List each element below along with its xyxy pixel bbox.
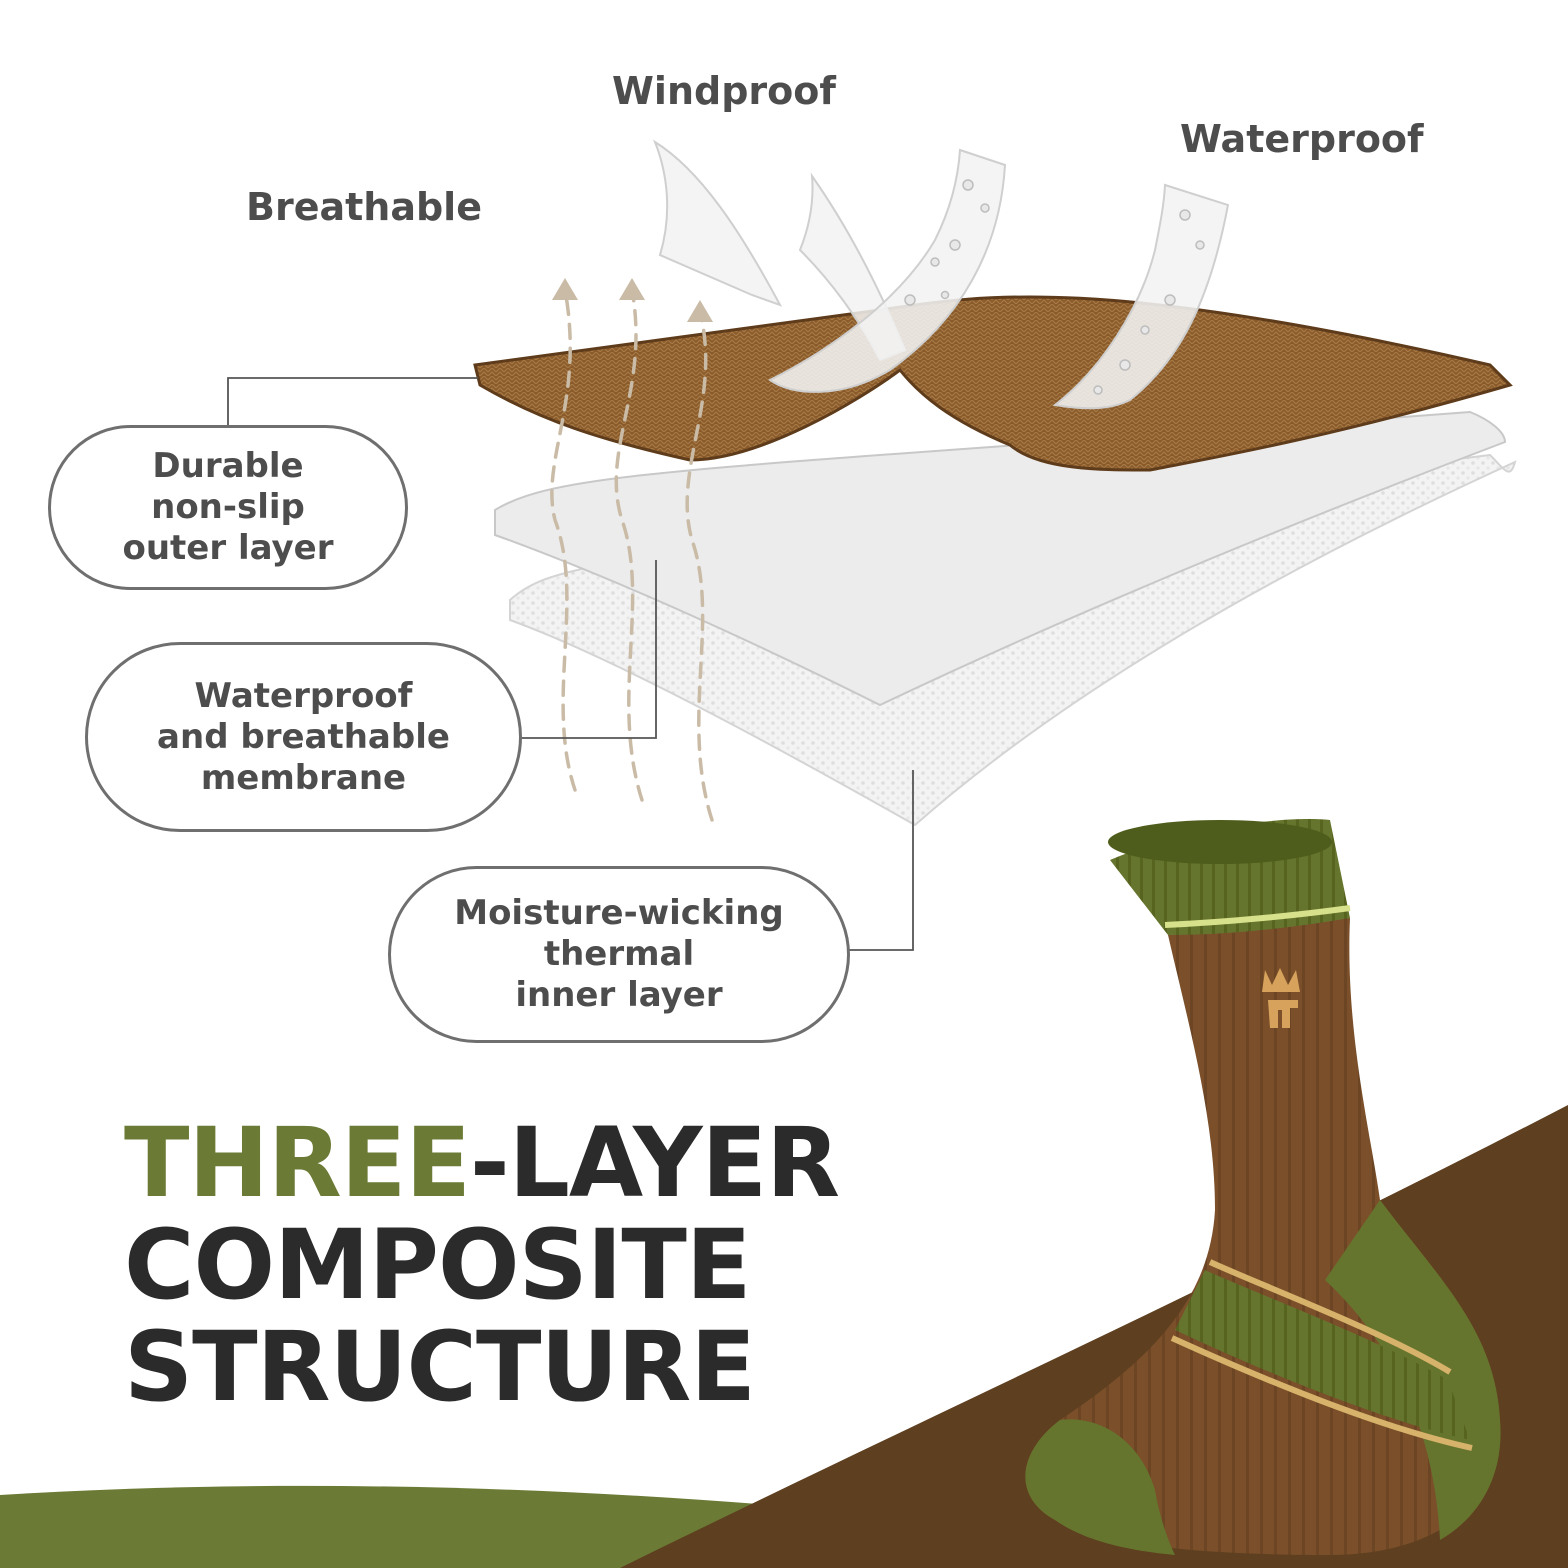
callout-outer-layer: Durable non-slip outer layer [48, 425, 408, 590]
membrane-layer-shape [494, 410, 1507, 707]
vapor-arrows [550, 288, 714, 822]
headline-accent: THREE [124, 1107, 471, 1219]
sock-band [1175, 1270, 1470, 1440]
vapor-arrowheads [552, 278, 713, 322]
windproof-label: Windproof [612, 69, 836, 113]
water-droplets [904, 179, 1205, 395]
water-film-2 [1052, 183, 1230, 410]
sock-illustration [1025, 819, 1501, 1555]
callout-membrane-line: Waterproof [194, 675, 413, 716]
callout-membrane-line: membrane [200, 757, 407, 798]
sock-toe [1025, 1419, 1175, 1555]
waterproof-label: Waterproof [1180, 117, 1424, 161]
callout-inner-line: inner layer [515, 975, 723, 1015]
callout-inner-line: thermal [543, 934, 695, 974]
headline-line-3: STRUCTURE [124, 1311, 756, 1423]
callout-leaders [227, 377, 914, 951]
callout-outer-line: non-slip [151, 487, 305, 527]
headline-line-2: COMPOSITE [124, 1209, 751, 1321]
headline-line-1: THREE-LAYER [124, 1112, 840, 1214]
headline-rest: -LAYER [469, 1107, 840, 1219]
callout-membrane-line: and breathable [157, 716, 450, 757]
breathable-label: Breathable [246, 185, 482, 229]
callout-inner-line: Moisture-wicking [454, 893, 784, 933]
outer-layer-shape [473, 295, 1513, 472]
callout-inner-layer: Moisture-wicking thermal inner layer [388, 866, 850, 1043]
sock-opening [1108, 820, 1332, 864]
wind-film-left [652, 139, 783, 307]
callout-membrane: Waterproof and breathable membrane [85, 642, 522, 832]
callout-outer-line: outer layer [122, 528, 334, 568]
water-film-1 [768, 148, 1007, 393]
headline: THREE-LAYER COMPOSITE STRUCTURE [124, 1112, 840, 1423]
callout-outer-line: Durable [152, 446, 304, 486]
sock-logo [1262, 968, 1300, 1028]
